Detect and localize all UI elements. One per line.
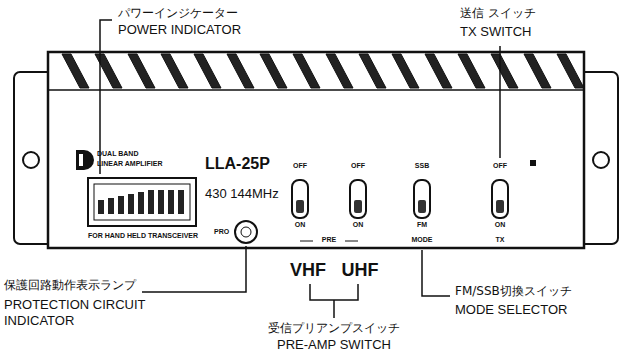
band-label: VHF [290, 260, 326, 282]
band-label: UHF [342, 260, 379, 282]
heat-sink-fin [161, 54, 188, 88]
panel-text: DUAL BAND [97, 150, 138, 158]
callout-label: TX SWITCH [460, 24, 532, 40]
switch-position: OFF [293, 162, 307, 170]
panel-text: 430 144MHz [205, 186, 279, 202]
panel-text: FOR HAND HELD TRANSCEIVER [88, 232, 198, 240]
callout-label: POWER INDICATOR [118, 22, 241, 38]
callout-label-ja: 受信プリアンプスイッチ [268, 321, 400, 335]
switch-name: MODE [412, 236, 433, 244]
heat-sink-fin [260, 54, 287, 88]
heat-sink-fin [425, 54, 452, 88]
switch-position: ON [353, 221, 364, 229]
callout-label-ja: FM/SSB切換スイッチ [455, 284, 572, 298]
switch-position: ON [295, 221, 306, 229]
heat-sink-fin [227, 54, 254, 88]
switch-name: TX [496, 236, 505, 244]
callout-label: MODE SELECTOR [455, 302, 567, 318]
callout-label-ja: パワーインジケーター [118, 6, 238, 20]
heat-sink-fin [524, 54, 551, 88]
panel-text: PRO [214, 228, 229, 236]
callout-label-ja: 送信 スイッチ [460, 6, 536, 20]
switch-position: OFF [351, 162, 365, 170]
heat-sink-fin [491, 54, 518, 88]
switch-position: FM [417, 221, 427, 229]
switch-position: SSB [415, 162, 429, 170]
callout-label-ja: 保護回路動作表示ランプ [4, 278, 136, 292]
heat-sink-fin [293, 54, 320, 88]
heat-sink-fin [458, 54, 485, 88]
panel-text: LINEAR AMPLIFIER [97, 160, 162, 168]
heat-sink-fin [326, 54, 353, 88]
heat-sink-fin [194, 54, 221, 88]
switch-name: PRE [322, 236, 336, 244]
callout-label: PROTECTION CIRCUIT INDICATOR [4, 297, 154, 328]
callout-label: PRE-AMP SWITCH [277, 337, 391, 353]
switch-position: ON [495, 221, 506, 229]
model-name: LLA-25P [205, 154, 270, 173]
heat-sink-fin [62, 54, 89, 88]
heat-sink-fin [557, 54, 584, 88]
heat-sink-fin [128, 54, 155, 88]
heat-sink-fin [392, 54, 419, 88]
heat-sink-fin [95, 54, 122, 88]
heat-sink-fin [359, 54, 386, 88]
switch-position: OFF [493, 162, 507, 170]
